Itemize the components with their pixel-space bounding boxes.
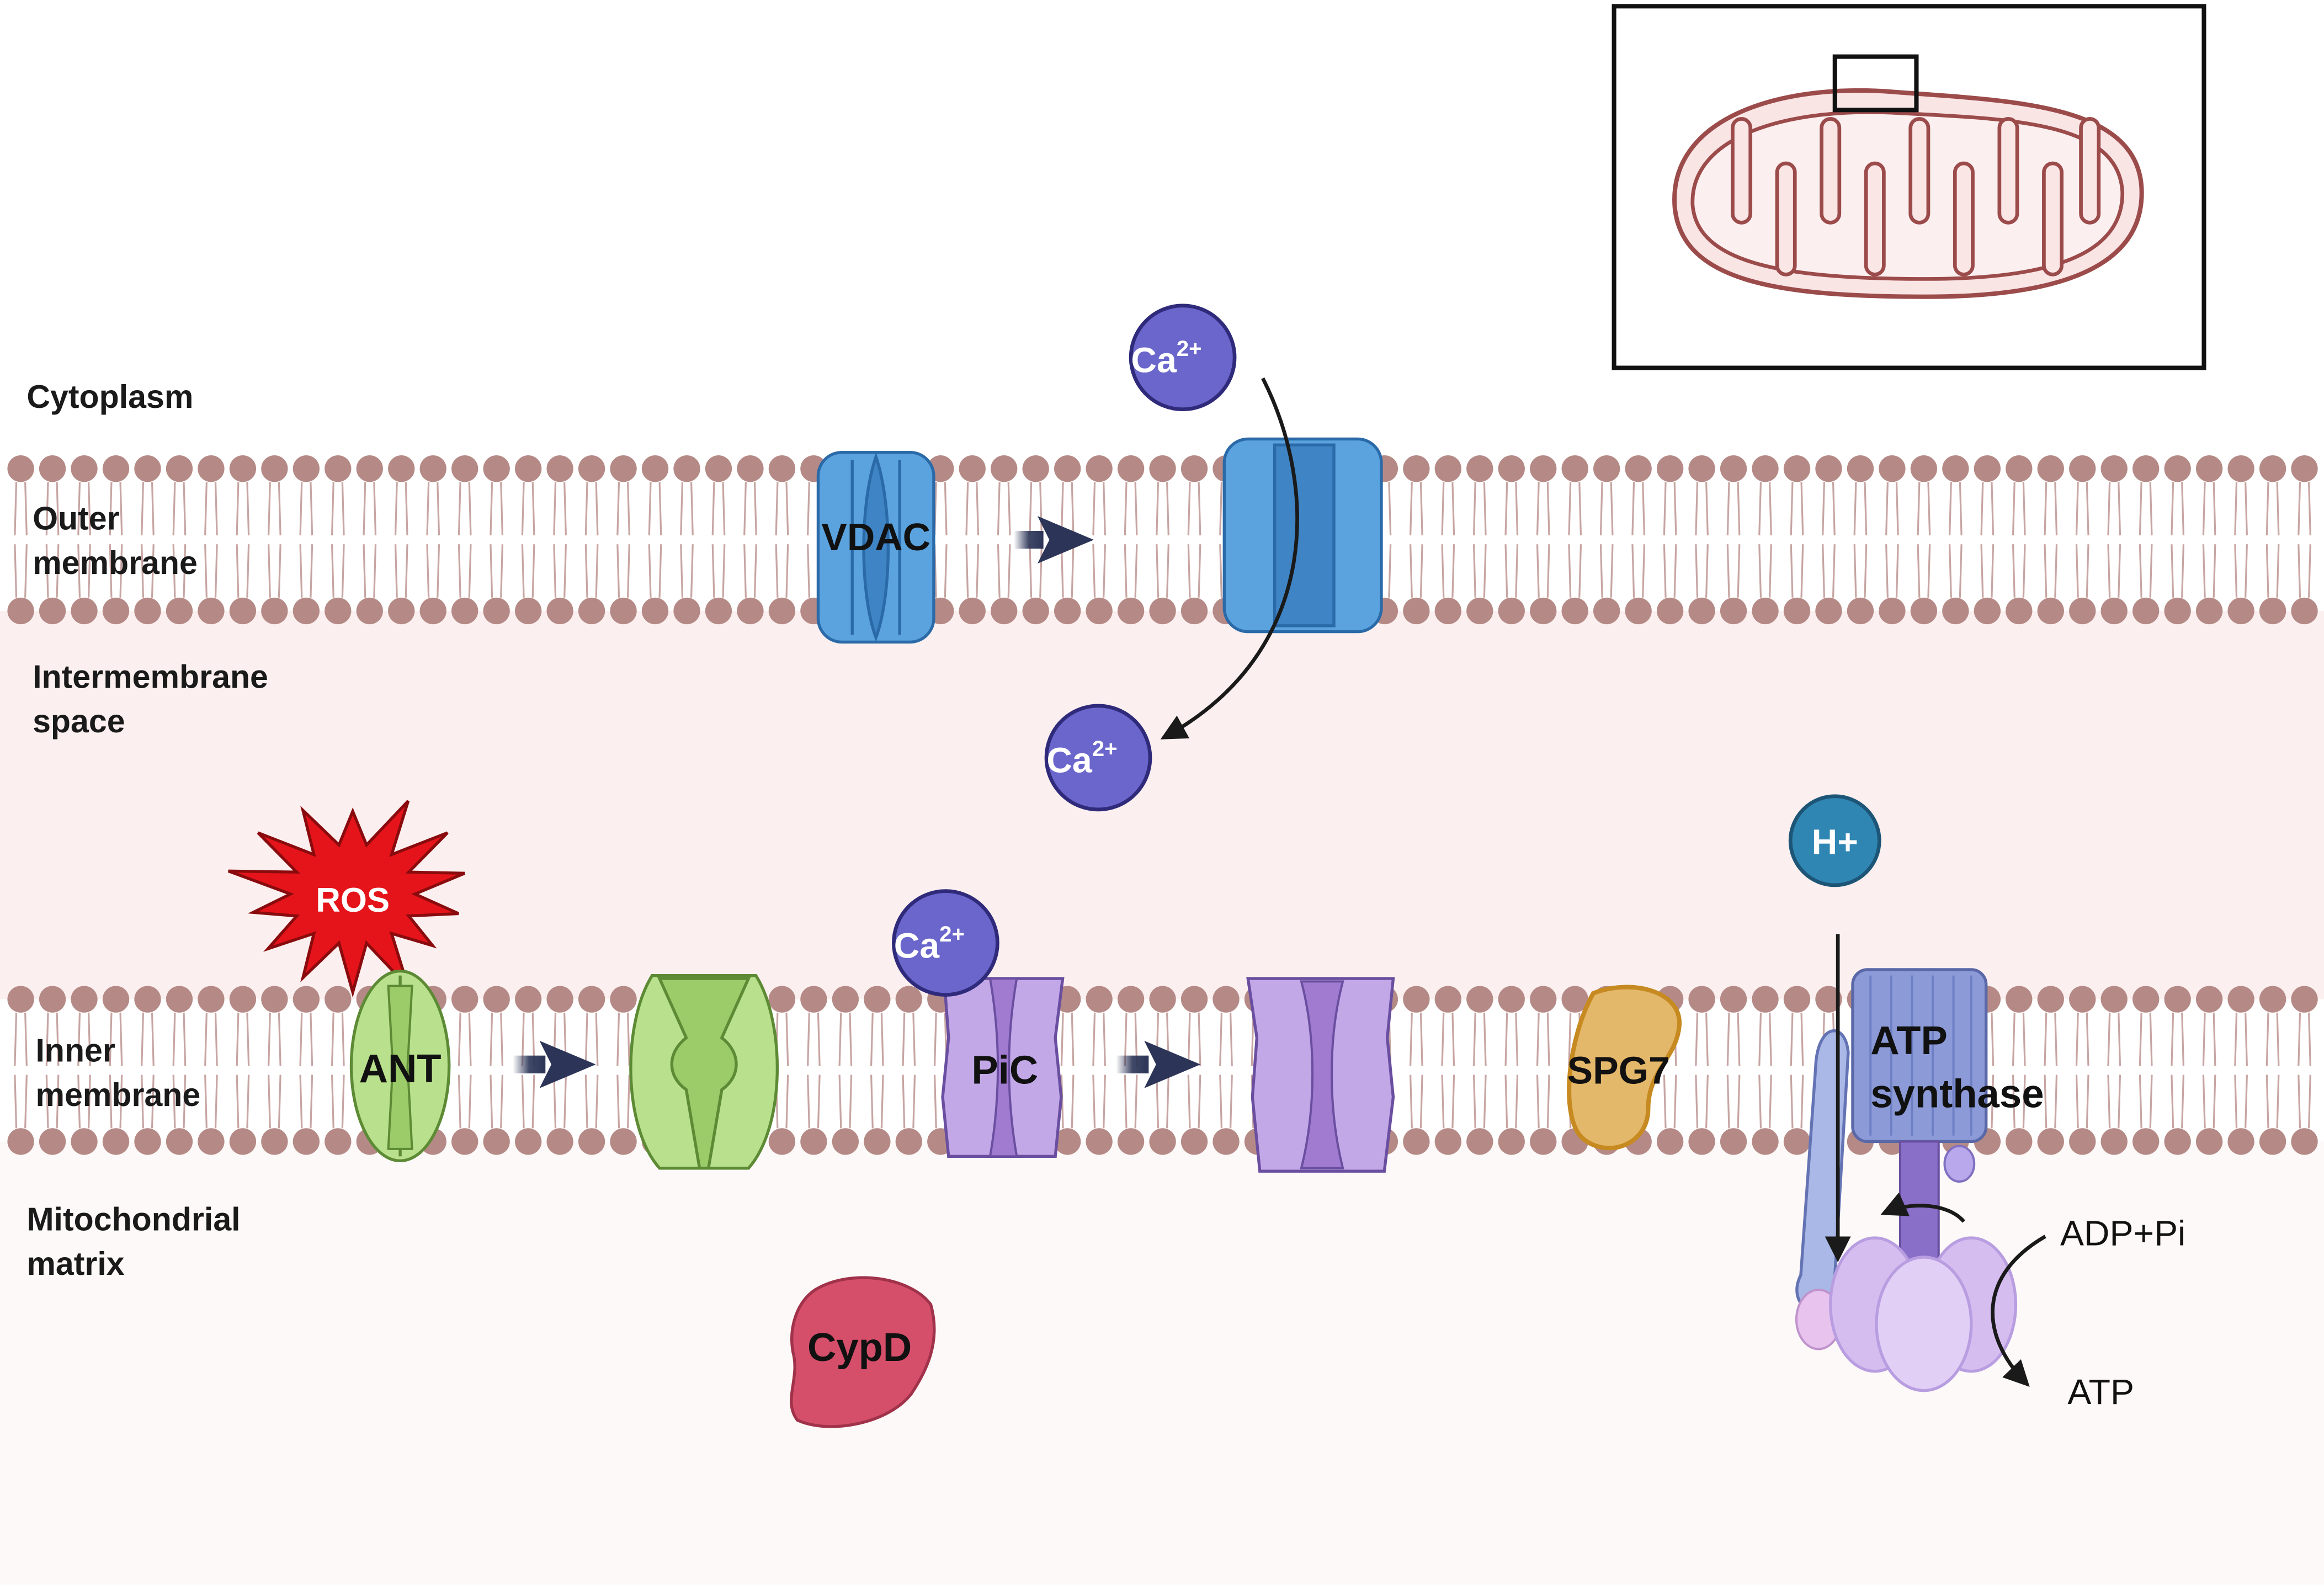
vdac-transition-arrow bbox=[1013, 516, 1094, 564]
mitochondrion-inset bbox=[1612, 4, 2206, 370]
outer-membrane-label: Outer membrane bbox=[33, 500, 198, 581]
vdac-channel-open bbox=[1222, 437, 1383, 634]
pic-transition-arrow bbox=[1116, 1040, 1201, 1088]
pic-carrier-open bbox=[1246, 977, 1395, 1173]
inner-membrane-label: Inner membrane bbox=[35, 1032, 200, 1113]
svg-text:Ca2+: Ca2+ bbox=[1131, 336, 1201, 380]
pic-carrier-closed bbox=[941, 977, 1065, 1158]
ant-transition-arrow bbox=[513, 1040, 596, 1088]
ant-transporter-open bbox=[629, 974, 779, 1170]
pic-label: PiC bbox=[971, 1048, 1038, 1093]
atp-synthesis-arrow bbox=[1991, 1235, 2046, 1387]
cytoplasm-label: Cytoplasm bbox=[26, 379, 193, 415]
calcium-entry-arrow bbox=[1160, 377, 1299, 740]
atp-synthase-label: ATP synthase bbox=[1870, 1018, 2044, 1116]
atp-product-label: ATP bbox=[2067, 1372, 2134, 1412]
atp-synthase-complex bbox=[1795, 968, 2018, 1392]
svg-text:Ca2+: Ca2+ bbox=[1046, 736, 1117, 780]
vdac-channel-closed bbox=[816, 450, 935, 644]
inset-zoom-box bbox=[1832, 54, 1919, 113]
cypd-label: CypD bbox=[807, 1325, 912, 1370]
rotor-rotation-arrow bbox=[1880, 1192, 1965, 1223]
calcium-ion-intermembrane: Ca2+ bbox=[1044, 704, 1152, 812]
calcium-ion-cytoplasm: Ca2+ bbox=[1129, 304, 1237, 412]
cypd-protein bbox=[790, 1276, 936, 1428]
svg-text:H+: H+ bbox=[1812, 822, 1858, 861]
proton-ion: H+ bbox=[1788, 794, 1881, 887]
ant-label: ANT bbox=[359, 1046, 442, 1091]
adp-pi-label: ADP+Pi bbox=[2060, 1213, 2185, 1253]
vdac-label: VDAC bbox=[821, 515, 930, 559]
outer-membrane-bilayer bbox=[7, 455, 2318, 625]
spg7-label: SPG7 bbox=[1567, 1049, 1670, 1092]
ros-starburst: ROS bbox=[227, 800, 465, 998]
ant-transporter-closed bbox=[349, 969, 451, 1163]
svg-text:Ca2+: Ca2+ bbox=[894, 922, 965, 966]
spg7-protein bbox=[1567, 985, 1682, 1151]
matrix-label: Mitochondrial matrix bbox=[26, 1201, 249, 1283]
calcium-ion-pic: Ca2+ bbox=[892, 889, 999, 997]
intermembrane-space-label: Intermembrane space bbox=[33, 659, 277, 740]
ros-label: ROS bbox=[316, 881, 390, 919]
